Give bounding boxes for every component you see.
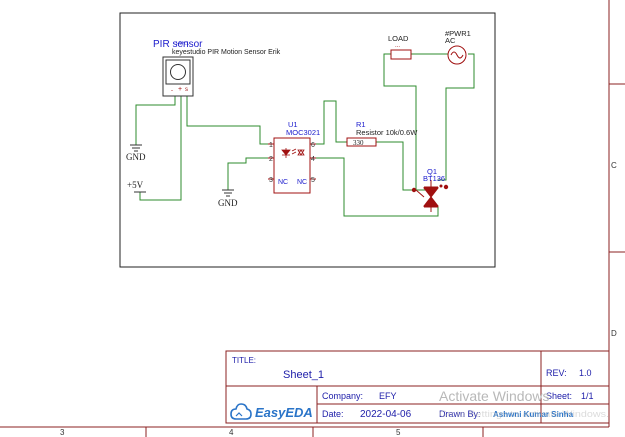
date-label: Date: — [322, 409, 344, 419]
wire-pir-5v — [139, 96, 182, 201]
r1-resistor[interactable] — [346, 137, 377, 147]
easyeda-logo-text: EasyEDA — [255, 405, 313, 420]
pir-pin-s: s — [185, 87, 188, 93]
junction-dot — [411, 187, 417, 193]
u1-nc-right: NC — [297, 179, 307, 186]
q1-pin-mark — [439, 184, 443, 188]
ac-sine-icon — [450, 51, 464, 59]
u1-pin-1: 1 — [269, 142, 273, 149]
pir-value-label: keyestudio PIR Motion Sensor Erik — [172, 49, 281, 56]
sheet-value: 1/1 — [581, 391, 594, 401]
wire-load-q1 — [383, 53, 428, 191]
title-label: TITLE: — [232, 356, 256, 365]
wire-ac-q1 — [438, 53, 475, 181]
company-label: Company: — [322, 391, 363, 401]
q1-triac-icon[interactable] — [415, 180, 440, 212]
drawing-frame — [119, 12, 496, 268]
wire-pir-gnd — [135, 96, 176, 145]
u1-ref-label: U1 — [288, 120, 298, 129]
wire-u1-gnd — [227, 157, 274, 190]
zone-label-d: D — [611, 329, 617, 338]
load-component[interactable] — [390, 49, 412, 60]
load-pin-mark: ... — [395, 43, 400, 49]
date-value: 2022-04-06 — [360, 409, 412, 420]
sheet-label: Sheet: — [546, 391, 572, 401]
gnd-symbol-1 — [130, 144, 142, 152]
watermark-line1: Activate Windows — [439, 388, 549, 404]
watermark-line2: Go to Settings to activate Windows. — [439, 409, 609, 419]
r1-ref-label: R1 — [356, 120, 366, 129]
u1-pin-3: 3 — [269, 177, 273, 184]
title-block — [225, 350, 610, 424]
r1-body-label: 330 — [353, 139, 364, 147]
company-value: EFY — [379, 391, 397, 401]
junction-dot — [443, 184, 449, 190]
q1-ref-label: Q1 — [427, 167, 437, 176]
drawn-value: Ashwni Kumar Sinha — [493, 410, 574, 419]
u1-optocoupler[interactable] — [268, 137, 316, 194]
r1-value-label: Resistor 10k/0.6W — [356, 128, 418, 137]
pwr-ref-label: #PWR1 — [445, 29, 471, 38]
gnd-label-1: GND — [126, 152, 146, 162]
u1-nc-left: NC — [278, 179, 288, 186]
wire-u1-q1 — [310, 157, 439, 217]
pir-lens-icon — [170, 64, 186, 80]
zone-label-c: C — [611, 161, 617, 170]
rev-label: REV: — [546, 368, 567, 378]
wire-pir-u1 — [186, 96, 274, 145]
easyeda-logo-icon — [230, 403, 252, 420]
wire-u1-r1 — [310, 100, 347, 145]
pir-pin-minus: - — [171, 88, 173, 94]
optocoupler-led-icon — [281, 148, 305, 158]
gnd-label-2: GND — [218, 198, 238, 208]
gnd-symbol-2 — [222, 189, 234, 197]
zone-label-4: 4 — [229, 428, 234, 437]
zone-label-5: 5 — [396, 428, 401, 437]
title-value: Sheet_1 — [283, 369, 324, 381]
wires — [135, 53, 475, 217]
pir-pin-plus: + — [178, 86, 182, 93]
pir-ref-label: PIR sensor — [153, 39, 203, 50]
vcc-label: +5V — [127, 180, 144, 190]
rev-value: 1.0 — [579, 368, 592, 378]
q1-value-label: BT136 — [423, 174, 445, 183]
u1-pin-5: 5 — [311, 177, 315, 184]
u1-pin-6: 6 — [311, 142, 315, 149]
pir-sensor[interactable] — [162, 56, 194, 97]
wire-r1-gate — [376, 141, 428, 191]
zone-label-3: 3 — [60, 428, 65, 437]
load-ref-label: LOAD — [388, 34, 409, 43]
u1-pin-4: 4 — [311, 156, 315, 163]
drawn-label: Drawn By: — [439, 409, 481, 419]
u1-value-label: MOC3021 — [286, 128, 320, 137]
u1-pin-2: 2 — [269, 156, 273, 163]
ac-source[interactable] — [447, 45, 467, 65]
pir-ref-overlay: PIR1 — [176, 41, 190, 47]
pwr-value-label: AC — [445, 36, 456, 45]
